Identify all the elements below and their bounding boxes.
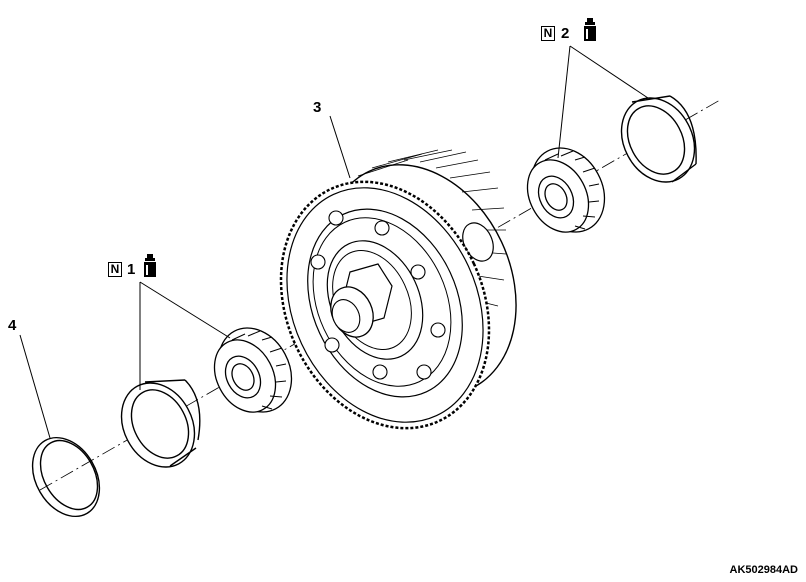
bearing-outer-race-2 [620, 95, 697, 183]
bearing-outer-race-1 [120, 379, 201, 468]
differential-gear-assembly-3 [279, 149, 517, 430]
tapered-roller-bearing-2 [526, 147, 606, 233]
figure-code: AK502984AD [729, 564, 798, 576]
snap-ring-part-4 [31, 436, 101, 518]
callout-2: 2 [561, 25, 570, 42]
callout-3: 3 [313, 99, 322, 116]
lubricant-icon [144, 254, 156, 277]
callout-4: 4 [8, 317, 17, 334]
tapered-roller-bearing-1 [213, 327, 293, 413]
lubricant-icon [584, 18, 596, 41]
n-replace-badge: N [108, 262, 122, 277]
leader-lines [19, 45, 649, 439]
callout-1: 1 [127, 261, 136, 278]
n-replace-badge: N [541, 26, 555, 41]
